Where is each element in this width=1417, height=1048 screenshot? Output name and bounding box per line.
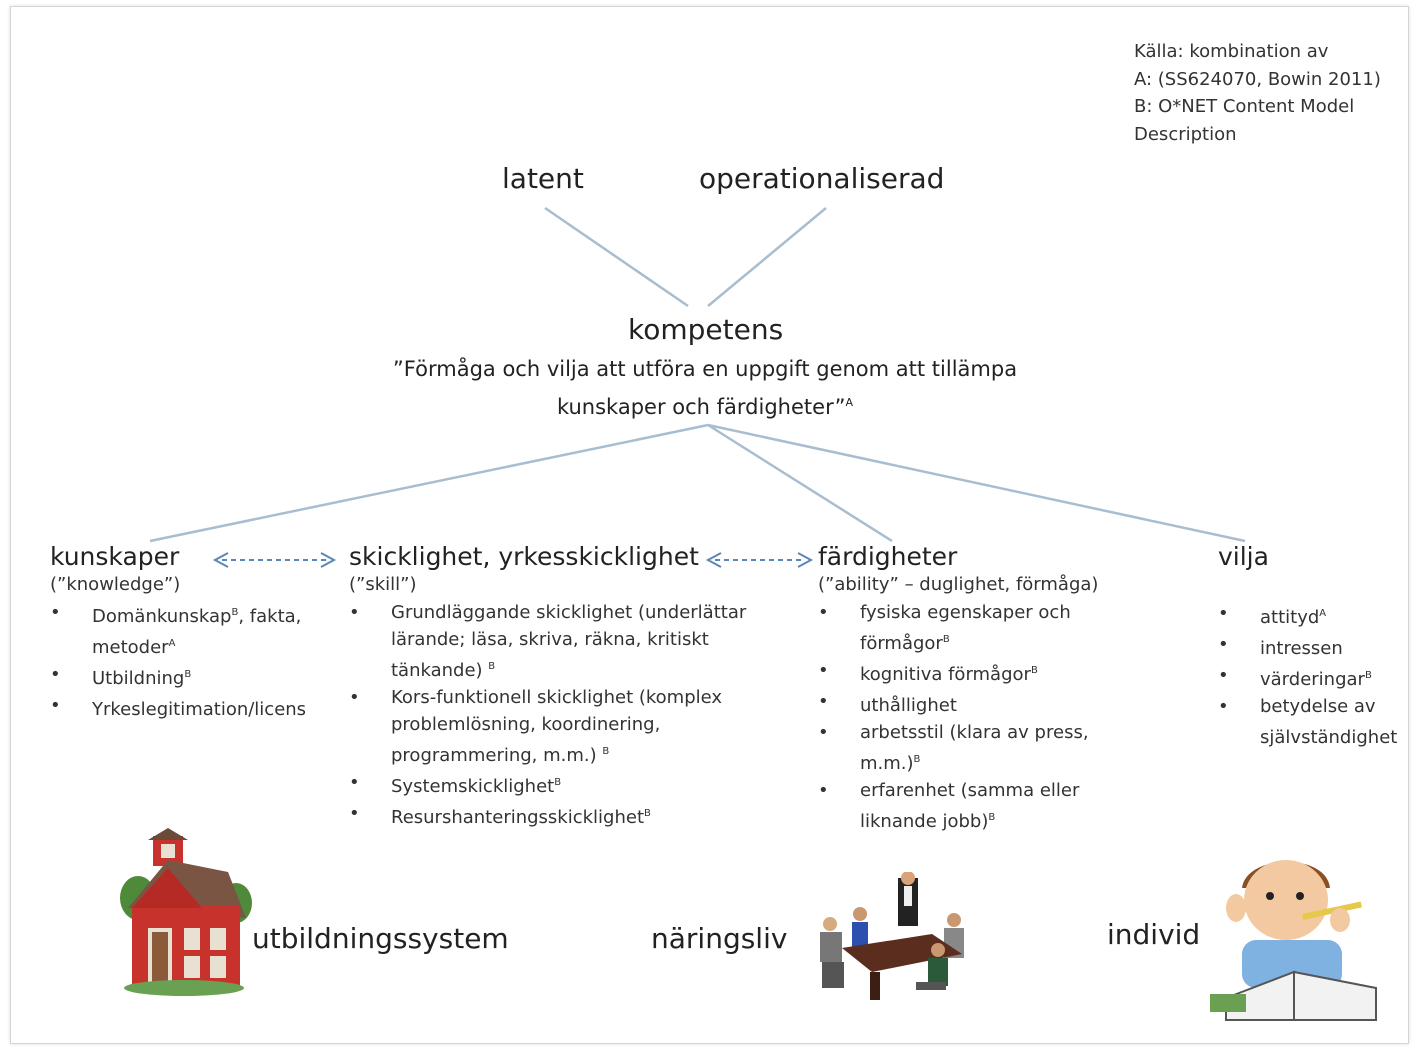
column-vilja: vilja attitydA intressen värderingarB be… bbox=[1218, 542, 1408, 751]
list-item: uthållighet bbox=[818, 688, 1118, 719]
column-fardigheter: färdigheter (”ability” – duglighet, förm… bbox=[818, 542, 1178, 835]
list-item: Kors-funktionell skicklighet (komplex pr… bbox=[349, 684, 769, 769]
list-item: värderingarB bbox=[1218, 662, 1408, 693]
definition-line: kunskaper och färdigheter”A bbox=[340, 386, 1070, 424]
connector-vilja bbox=[707, 423, 1246, 543]
definition-ref: A bbox=[845, 396, 853, 409]
competence-title: kompetens bbox=[628, 313, 784, 346]
connector-latent bbox=[544, 206, 689, 308]
list-item: attitydA bbox=[1218, 600, 1408, 631]
competence-definition: ”Förmåga och vilja att utföra en uppgift… bbox=[340, 353, 1070, 424]
business-label: näringsliv bbox=[651, 922, 788, 955]
connector-fardigheter bbox=[707, 423, 893, 543]
column-list: fysiska egenskaper och förmågorB kogniti… bbox=[818, 599, 1118, 835]
column-skicklighet: skicklighet, yrkesskicklighet (”skill”) … bbox=[349, 542, 769, 831]
column-list: attitydA intressen värderingarB betydels… bbox=[1218, 600, 1408, 751]
column-subtitle bbox=[1218, 574, 1408, 596]
operationalized-label: operationaliserad bbox=[699, 162, 945, 195]
list-item: Yrkeslegitimation/licens bbox=[50, 692, 330, 723]
source-line: Description bbox=[1134, 123, 1237, 145]
connector-kunskaper bbox=[149, 423, 709, 543]
source-note: Källa: kombination av A: (SS624070, Bowi… bbox=[1134, 38, 1381, 148]
definition-text: kunskaper och färdigheter” bbox=[556, 395, 846, 419]
list-item: Grundläggande skicklighet (underlättar l… bbox=[349, 599, 769, 684]
list-item: UtbildningB bbox=[50, 661, 330, 692]
slide-frame bbox=[10, 6, 1409, 1044]
list-item: fysiska egenskaper och förmågorB bbox=[818, 599, 1118, 657]
list-item: erfarenhet (samma eller liknande jobb)B bbox=[818, 777, 1118, 835]
source-line: B: O*NET Content Model bbox=[1134, 96, 1355, 117]
column-title: färdigheter bbox=[818, 542, 958, 571]
schoolhouse-icon bbox=[120, 828, 252, 996]
column-title: skicklighet, yrkesskicklighet bbox=[349, 542, 699, 571]
column-title: vilja bbox=[1218, 542, 1269, 571]
source-line: A: (SS624070, Bowin 2011) bbox=[1134, 68, 1381, 90]
double-arrow-left bbox=[212, 552, 337, 568]
list-item: intressen bbox=[1218, 631, 1408, 662]
definition-line: ”Förmåga och vilja att utföra en uppgift… bbox=[392, 357, 1018, 381]
list-item: ResurshanteringsskicklighetB bbox=[349, 800, 769, 831]
education-system-label: utbildningssystem bbox=[252, 922, 509, 955]
column-list: Grundläggande skicklighet (underlättar l… bbox=[349, 599, 769, 831]
studying-child-icon bbox=[1210, 860, 1377, 1021]
list-item: SystemskicklighetB bbox=[349, 769, 769, 800]
list-item: arbetsstil (klara av press, m.m.)B bbox=[818, 719, 1118, 777]
double-arrow-right bbox=[705, 552, 814, 568]
source-line: Källa: kombination av bbox=[1134, 41, 1329, 62]
column-subtitle: (”knowledge”) bbox=[50, 574, 181, 595]
connector-operationalized bbox=[707, 207, 827, 307]
list-item: kognitiva förmågorB bbox=[818, 657, 1118, 688]
column-subtitle: (”ability” – duglighet, förmåga) bbox=[818, 574, 1099, 595]
list-item: DomänkunskapB, fakta, metoderA bbox=[50, 599, 330, 661]
column-kunskaper: kunskaper (”knowledge”) DomänkunskapB, f… bbox=[50, 542, 330, 723]
column-subtitle: (”skill”) bbox=[349, 574, 417, 595]
business-meeting-icon bbox=[820, 872, 964, 1000]
latent-label: latent bbox=[502, 162, 584, 195]
column-title: kunskaper bbox=[50, 542, 180, 571]
column-list: DomänkunskapB, fakta, metoderA Utbildnin… bbox=[50, 599, 330, 723]
list-item: betydelse av självständighet bbox=[1218, 693, 1408, 751]
individual-label: individ bbox=[1107, 918, 1201, 951]
